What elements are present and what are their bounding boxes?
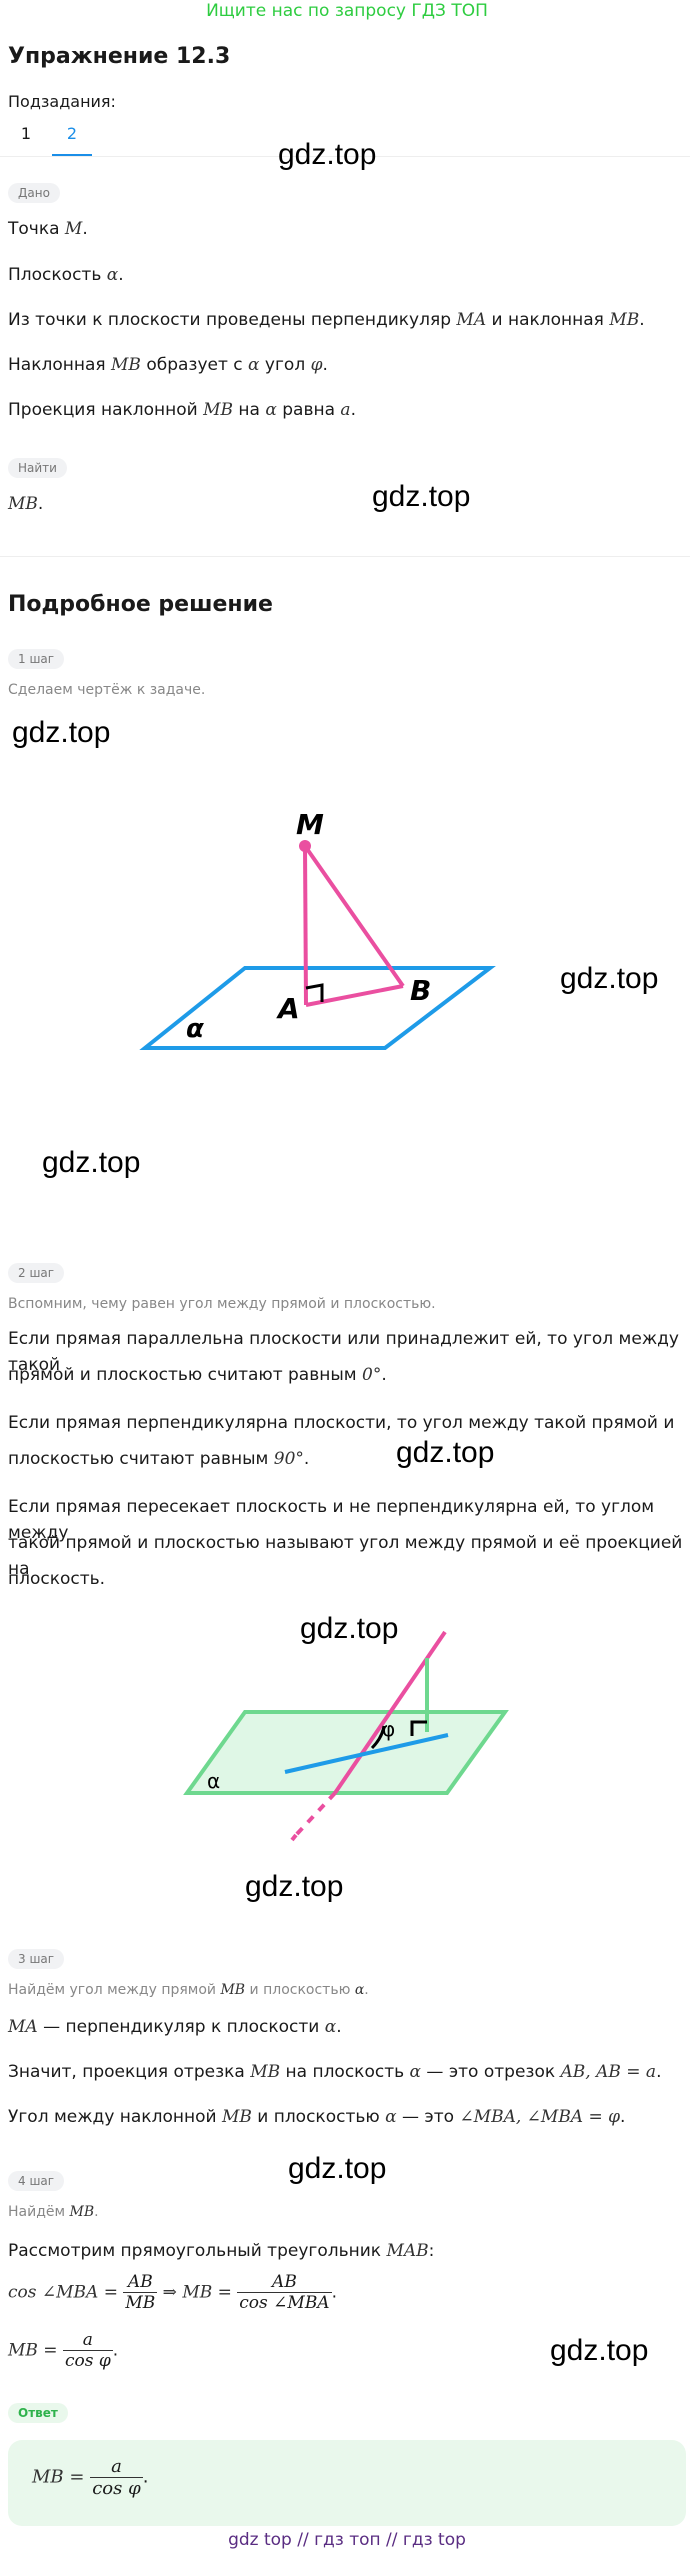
step1-pill: 1 шаг <box>8 649 65 669</box>
step4: 4 шаг <box>8 2170 65 2191</box>
right-angle-mark <box>305 983 324 1002</box>
solution-title: Подробное решение <box>8 592 273 617</box>
footer-links[interactable]: gdz top // гдз топ // гдз top <box>228 2530 466 2550</box>
step4-pill: 4 шаг <box>8 2171 65 2191</box>
step2-p3-line2: такой прямой и плоскостью называют угол … <box>8 1533 683 1579</box>
figure-line-plane-angle: φ α <box>183 1630 509 1842</box>
find-pill: Найти <box>8 458 67 478</box>
watermark: gdz.top <box>42 1146 141 1179</box>
watermark: gdz.top <box>550 2334 649 2367</box>
step3-line-1: MA — перпендикуляр к плоскости α. <box>8 2017 342 2037</box>
label-A: A <box>276 992 300 1025</box>
point-M <box>299 840 311 852</box>
watermark: gdz.top <box>560 962 659 995</box>
plane-alpha <box>183 1710 509 1795</box>
watermark: gdz.top <box>288 2152 387 2185</box>
step2-p1-line1: Если прямая параллельна плоскости или пр… <box>8 1329 679 1375</box>
watermark: gdz.top <box>372 480 471 513</box>
answer-pill: Ответ <box>8 2403 68 2423</box>
watermark: gdz.top <box>278 138 377 171</box>
segment-MA <box>303 845 308 1006</box>
tab-1[interactable]: 1 <box>20 124 32 143</box>
label-phi: φ <box>382 1717 395 1741</box>
watermark: gdz.top <box>12 716 111 749</box>
step2-p2-line2: плоскостью считают равным 90°. <box>8 1449 310 1469</box>
segment-MB <box>303 844 405 988</box>
top-banner[interactable]: Ищите нас по запросу ГДЗ ТОП <box>206 1 488 21</box>
label-alpha: α <box>207 1769 220 1793</box>
step3-pill: 3 шаг <box>8 1949 65 1969</box>
answer-box <box>8 2440 686 2526</box>
subtasks-label: Подзадания: <box>8 92 116 111</box>
given-line-1: Точка M. <box>8 219 88 239</box>
plane-alpha <box>139 966 496 1050</box>
divider <box>0 556 690 557</box>
given-line-4: Наклонная MB образует с α угол φ. <box>8 355 328 375</box>
step2-p3-line3: плоскость. <box>8 1569 106 1589</box>
given-pill: Дано <box>8 183 60 203</box>
find-section: Найти <box>8 457 67 478</box>
watermark: gdz.top <box>396 1436 495 1469</box>
find-line: MB. <box>8 494 44 514</box>
step2-p3-line1: Если прямая пересекает плоскость и не пе… <box>8 1497 655 1543</box>
projection <box>284 1733 449 1774</box>
given-line-3: Из точки к плоскости проведены перпендик… <box>8 310 645 330</box>
step3-text: Найдём угол между прямой MB и плоскостью… <box>8 1982 369 1998</box>
right-angle-mark <box>410 1720 427 1736</box>
given-line-2: Плоскость α. <box>8 265 124 285</box>
answer-section: Ответ <box>8 2402 68 2423</box>
tab-2[interactable]: 2 <box>52 124 92 156</box>
step2-text: Вспомним, чему равен угол между прямой и… <box>8 1296 436 1312</box>
step1-text: Сделаем чертёж к задаче. <box>8 682 206 698</box>
figure-perpendicular-slant: M A B α <box>139 808 496 1050</box>
label-alpha: α <box>186 1014 204 1044</box>
step3: 3 шаг <box>8 1948 65 1969</box>
line-lower <box>290 1833 298 1842</box>
watermark: gdz.top <box>300 1612 399 1645</box>
step1: 1 шаг <box>8 648 65 669</box>
step2-pill: 2 шаг <box>8 1263 65 1283</box>
step4-line-1: Рассмотрим прямоугольный треугольник MAB… <box>8 2241 435 2261</box>
label-M: M <box>296 808 324 841</box>
watermark: gdz.top <box>245 1870 344 1903</box>
label-B: B <box>410 974 431 1007</box>
angle-arc <box>370 1725 386 1750</box>
step3-line-2: Значит, проекция отрезка MB на плоскость… <box>8 2062 662 2082</box>
given-line-5: Проекция наклонной MB на α равна a. <box>8 400 356 420</box>
page-title: Упражнение 12.3 <box>8 44 231 69</box>
step2-p2-line1: Если прямая перпендикулярна плоскости, т… <box>8 1413 675 1433</box>
step3-line-3: Угол между наклонной MB и плоскостью α —… <box>8 2107 626 2127</box>
tabs-divider <box>0 156 690 157</box>
step4-text: Найдём MB. <box>8 2204 99 2220</box>
line-hidden <box>294 1791 337 1837</box>
step2-p1-line2: прямой и плоскостью считают равным 0°. <box>8 1365 387 1385</box>
given-section: Дано <box>8 182 60 203</box>
step2: 2 шаг <box>8 1262 65 1283</box>
